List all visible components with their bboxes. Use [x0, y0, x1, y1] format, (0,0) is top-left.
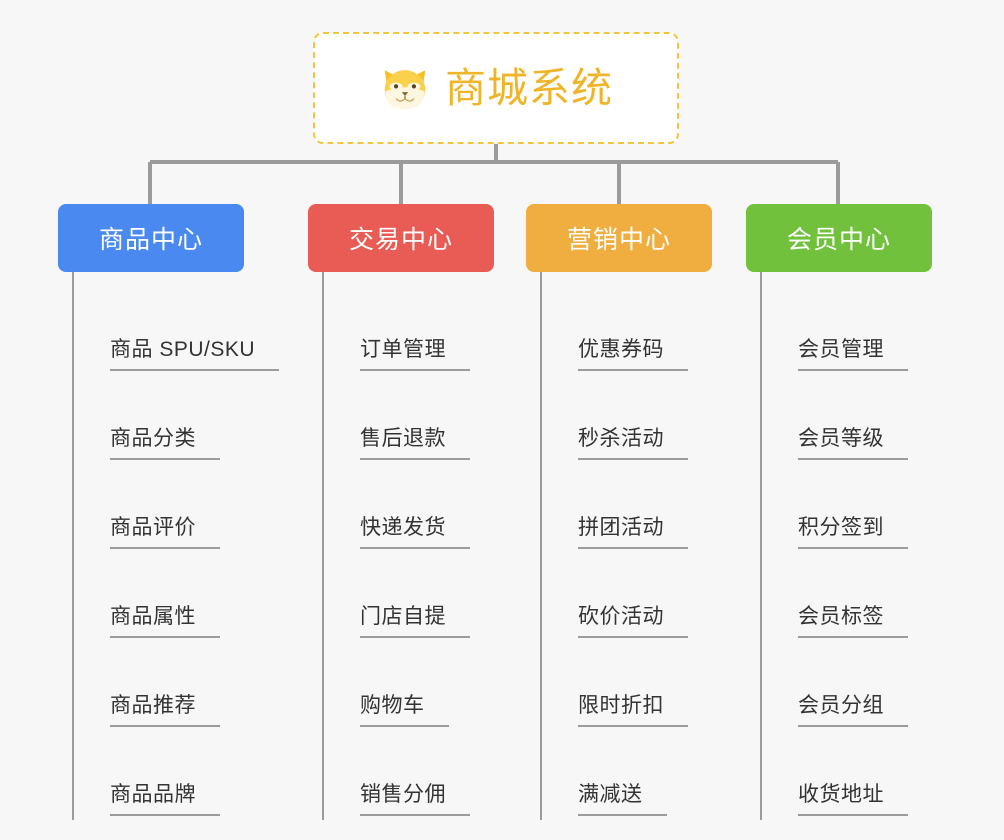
branch-column-2: 营销中心 优惠券码 秒杀活动 拼团活动 砍价活动 限时折扣 满减送 — [526, 204, 712, 820]
leaf-label: 商品品牌 — [110, 782, 220, 816]
leaf-label: 快递发货 — [360, 515, 470, 549]
leaf-label: 售后退款 — [360, 426, 470, 460]
root-node[interactable]: 商城系统 — [313, 32, 679, 144]
leaf-label: 门店自提 — [360, 604, 470, 638]
leaf-label: 商品分类 — [110, 426, 220, 460]
category-header-1[interactable]: 交易中心 — [308, 204, 494, 272]
leaf-list-2: 优惠券码 秒杀活动 拼团活动 砍价活动 限时折扣 满减送 — [540, 272, 712, 820]
leaf-item[interactable]: 会员标签 — [760, 553, 932, 642]
category-title-2: 营销中心 — [566, 226, 671, 254]
leaf-label: 销售分佣 — [360, 782, 470, 816]
leaf-list-3: 会员管理 会员等级 积分签到 会员标签 会员分组 收货地址 — [760, 272, 932, 820]
branch-column-3: 会员中心 会员管理 会员等级 积分签到 会员标签 会员分组 收货地址 — [746, 204, 932, 820]
leaf-item[interactable]: 收货地址 — [760, 731, 932, 820]
branch-column-0: 商品中心 商品 SPU/SKU 商品分类 商品评价 商品属性 商品推荐 商品品牌 — [58, 204, 280, 820]
leaf-label: 商品属性 — [110, 604, 220, 638]
leaf-label: 购物车 — [360, 693, 449, 727]
leaf-label: 积分签到 — [798, 515, 908, 549]
leaf-item[interactable]: 商品品牌 — [72, 731, 244, 820]
leaf-label: 砍价活动 — [578, 604, 688, 638]
leaf-item[interactable]: 商品推荐 — [72, 642, 244, 731]
leaf-label: 会员管理 — [798, 337, 908, 371]
leaf-label: 秒杀活动 — [578, 426, 688, 460]
leaf-item[interactable]: 销售分佣 — [322, 731, 494, 820]
leaf-item[interactable]: 积分签到 — [760, 464, 932, 553]
leaf-label: 会员等级 — [798, 426, 908, 460]
leaf-item[interactable]: 商品评价 — [72, 464, 244, 553]
category-title-1: 交易中心 — [348, 226, 453, 254]
leaf-label: 限时折扣 — [578, 693, 688, 727]
leaf-list-0: 商品 SPU/SKU 商品分类 商品评价 商品属性 商品推荐 商品品牌 — [72, 272, 280, 820]
leaf-label: 会员分组 — [798, 693, 908, 727]
leaf-label: 收货地址 — [798, 782, 908, 816]
leaf-item[interactable]: 购物车 — [322, 642, 494, 731]
leaf-item[interactable]: 会员管理 — [760, 286, 932, 375]
leaf-item[interactable]: 商品分类 — [72, 375, 244, 464]
branch-column-1: 交易中心 订单管理 售后退款 快递发货 门店自提 购物车 销售分佣 — [308, 204, 494, 820]
leaf-label: 订单管理 — [360, 337, 470, 371]
leaf-label: 商品评价 — [110, 515, 220, 549]
leaf-label: 满减送 — [578, 782, 667, 816]
leaf-item[interactable]: 门店自提 — [322, 553, 494, 642]
leaf-item[interactable]: 商品属性 — [72, 553, 244, 642]
root-title: 商城系统 — [445, 64, 613, 111]
leaf-label: 拼团活动 — [578, 515, 688, 549]
category-title-0: 商品中心 — [98, 226, 203, 254]
leaf-item[interactable]: 商品 SPU/SKU — [72, 286, 280, 375]
leaf-item[interactable]: 优惠券码 — [540, 286, 712, 375]
category-header-0[interactable]: 商品中心 — [58, 204, 244, 272]
category-title-3: 会员中心 — [786, 226, 891, 254]
leaf-label: 商品推荐 — [110, 693, 220, 727]
shiba-dog-face-icon — [379, 62, 431, 114]
leaf-item[interactable]: 限时折扣 — [540, 642, 712, 731]
leaf-item[interactable]: 会员分组 — [760, 642, 932, 731]
leaf-label: 会员标签 — [798, 604, 908, 638]
leaf-item[interactable]: 满减送 — [540, 731, 712, 820]
leaf-label: 优惠券码 — [578, 337, 688, 371]
leaf-list-1: 订单管理 售后退款 快递发货 门店自提 购物车 销售分佣 — [322, 272, 494, 820]
leaf-item[interactable]: 订单管理 — [322, 286, 494, 375]
leaf-item[interactable]: 会员等级 — [760, 375, 932, 464]
leaf-item[interactable]: 秒杀活动 — [540, 375, 712, 464]
category-header-2[interactable]: 营销中心 — [526, 204, 712, 272]
leaf-item[interactable]: 快递发货 — [322, 464, 494, 553]
category-header-3[interactable]: 会员中心 — [746, 204, 932, 272]
leaf-label: 商品 SPU/SKU — [110, 337, 280, 371]
leaf-item[interactable]: 拼团活动 — [540, 464, 712, 553]
leaf-item[interactable]: 售后退款 — [322, 375, 494, 464]
leaf-item[interactable]: 砍价活动 — [540, 553, 712, 642]
